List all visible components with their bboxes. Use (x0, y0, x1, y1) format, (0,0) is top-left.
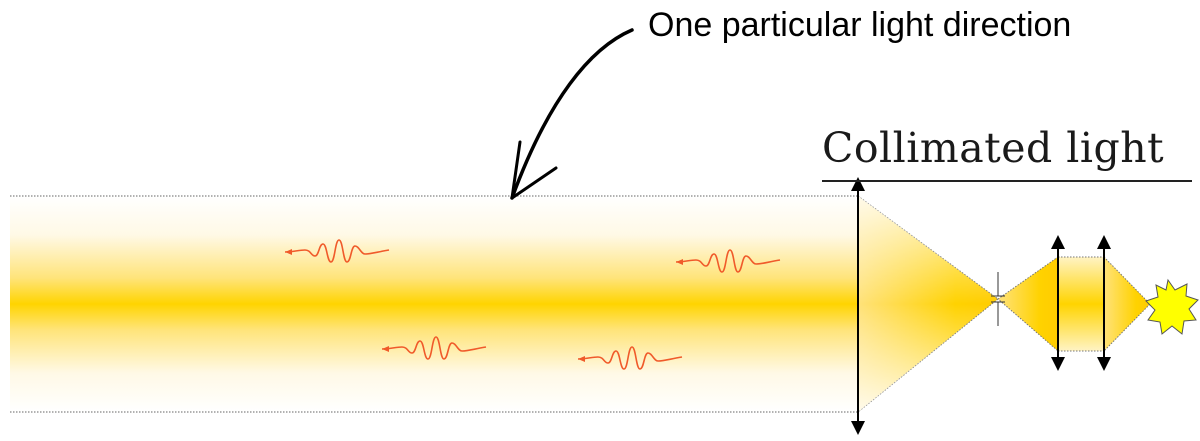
wave-packet-icon (675, 249, 781, 273)
sun-burst-icon (1145, 278, 1199, 335)
relay-beam (1058, 257, 1104, 351)
wave-packet-icon (577, 346, 683, 370)
wave-packet-icon (284, 239, 390, 263)
source-cone (1103, 255, 1151, 353)
converging-cone-shade (858, 196, 998, 412)
curved-arrow-icon (510, 28, 634, 200)
pinhole-aperture (991, 272, 1005, 326)
title-underline (822, 180, 1192, 182)
annotation-label: One particular light direction (648, 6, 1072, 44)
diverging-cone (997, 256, 1059, 353)
collimated-beam (10, 196, 858, 412)
diagram-title: Collimated light (822, 124, 1165, 172)
wave-packet-icon (381, 336, 487, 360)
